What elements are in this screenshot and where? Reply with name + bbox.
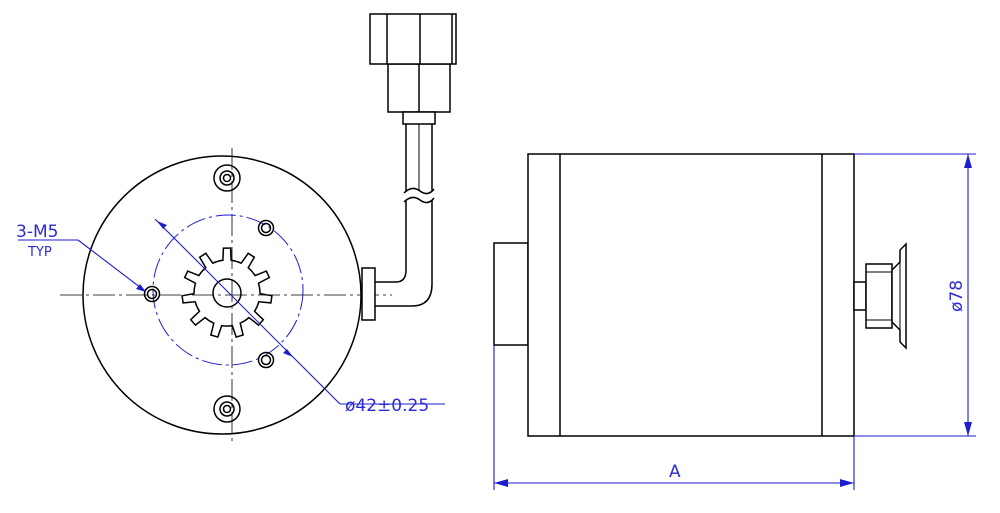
cable-upper-segment (405, 124, 433, 191)
bolt-circle (152, 214, 304, 366)
dim-d-arrow-bottom (964, 422, 972, 436)
dim-d-arrow-top (964, 154, 972, 168)
m5-hole-upper (257, 219, 275, 237)
cable-outer (375, 200, 433, 307)
m5-hole-lower (257, 351, 275, 369)
shaft-collar (853, 281, 867, 311)
cable-exit-boss (361, 267, 376, 321)
bolt-circle-label: ø42±0.25 (345, 396, 429, 416)
thread-leader-arrow (136, 284, 146, 292)
shaft-hub (865, 263, 893, 329)
shaft-bore (212, 278, 242, 308)
dim-a-arrow-left (494, 479, 508, 487)
cable-break-upper (403, 187, 435, 195)
cable-break-lower (403, 196, 435, 204)
mounting-boss-top (213, 164, 241, 192)
leader-arrow-lower (283, 349, 293, 357)
thread-count-label: 3-M5 (16, 222, 58, 242)
thread-note-label: TYP (27, 245, 52, 260)
bolt-circle-leader (154, 218, 341, 405)
body-diameter-label: ø78 (947, 280, 967, 312)
length-label: A (669, 462, 681, 482)
side-view: A ø78 (493, 153, 976, 490)
connector-plug (369, 13, 457, 125)
mounting-boss-bottom (213, 395, 241, 423)
front-pilot (493, 242, 529, 346)
motor-body (527, 153, 855, 437)
thread-leader (77, 239, 146, 292)
leader-arrow-upper (157, 221, 167, 229)
sprocket-gear (181, 247, 273, 339)
dim-a-arrow-right (840, 479, 854, 487)
cable-inner (375, 200, 407, 283)
m5-hole-left (143, 285, 161, 303)
front-view: ø42±0.25 3-M5 TYP (16, 13, 457, 445)
sprocket-profile (891, 242, 907, 350)
